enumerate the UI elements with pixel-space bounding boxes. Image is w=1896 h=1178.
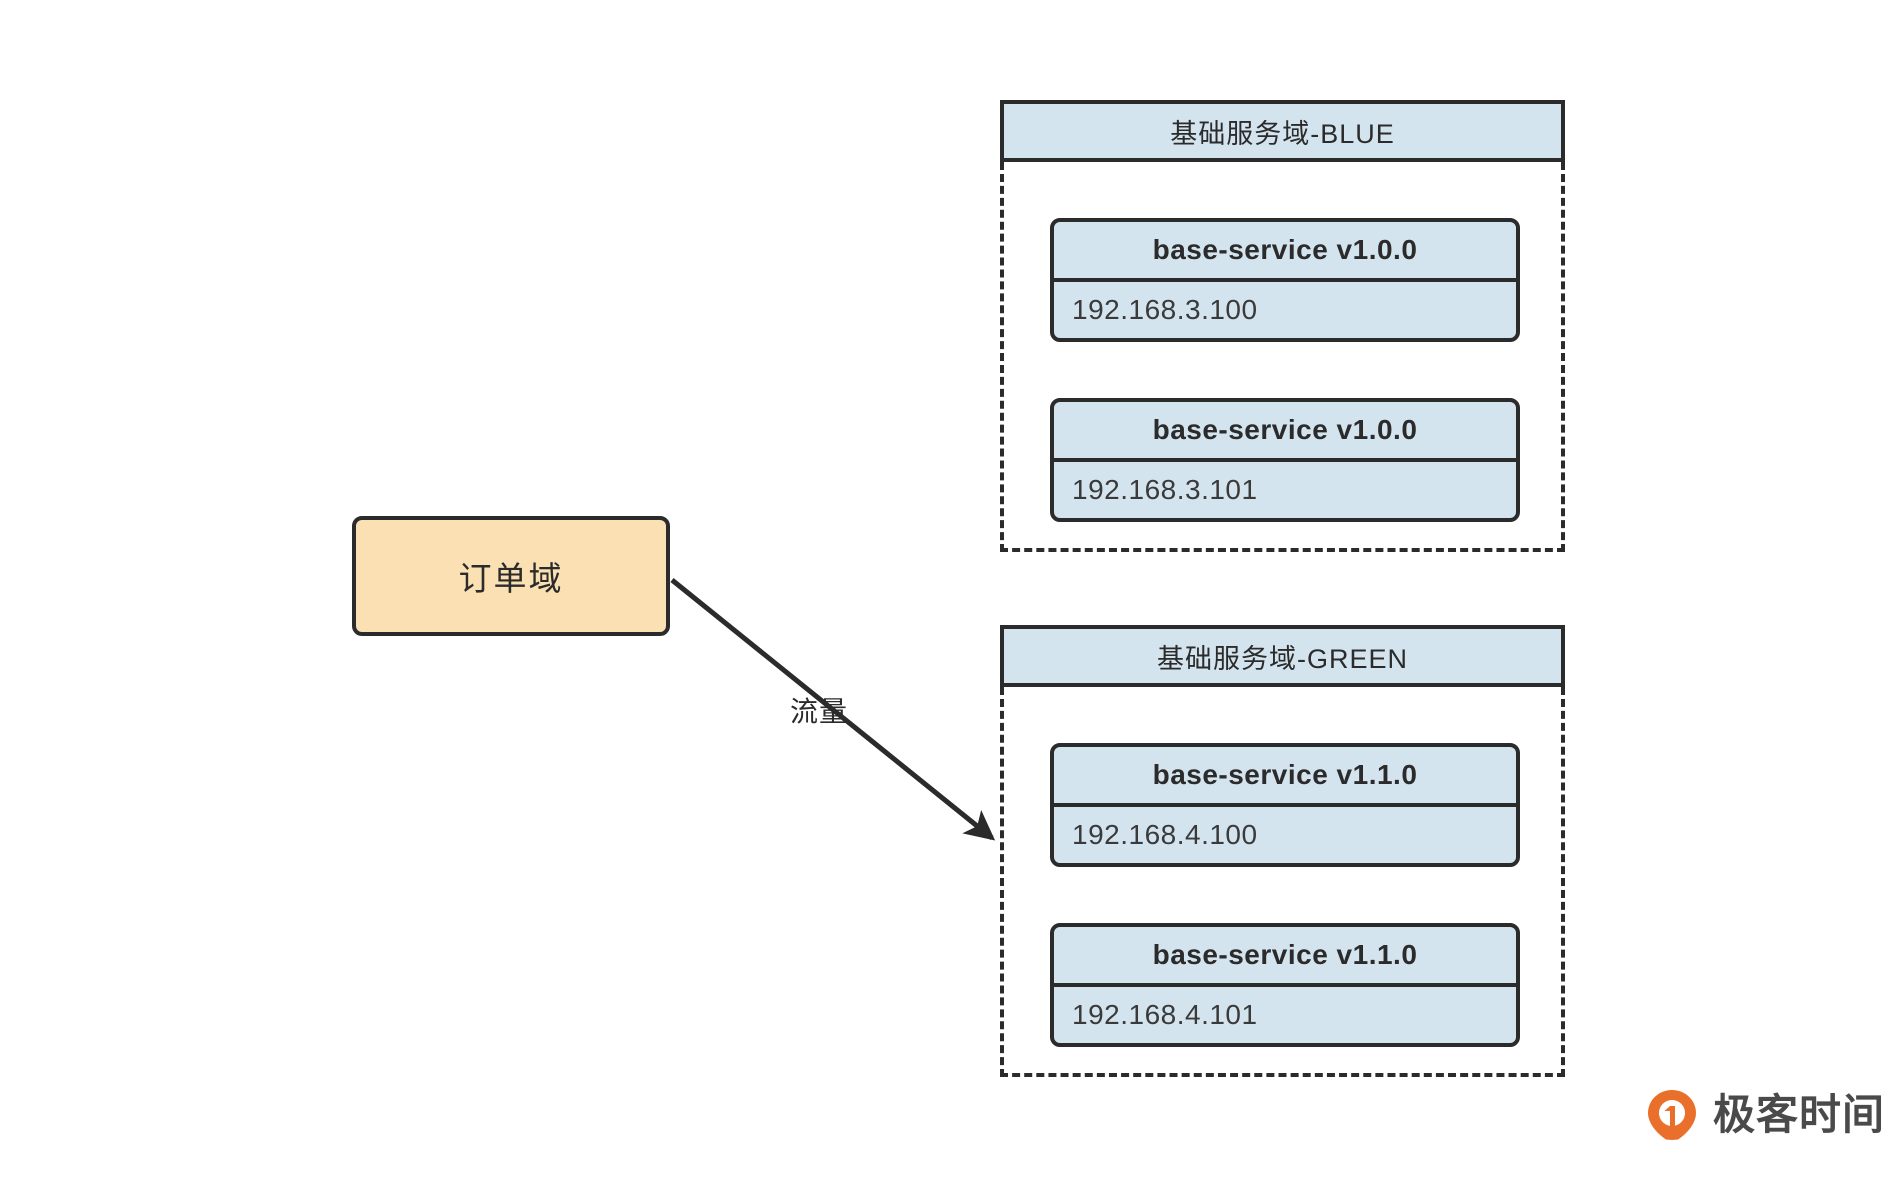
service-node-ip: 192.168.4.101: [1072, 999, 1258, 1030]
group-body-green: [1000, 687, 1565, 1077]
service-node[interactable]: base-service v1.0.0 192.168.3.101: [1050, 398, 1520, 522]
service-node-ip: 192.168.3.100: [1072, 294, 1258, 325]
group-header-green-label: 基础服务域-GREEN: [1156, 643, 1408, 674]
service-node-ip: 192.168.3.101: [1072, 474, 1258, 505]
service-node[interactable]: base-service v1.1.0 192.168.4.101: [1050, 923, 1520, 1047]
order-domain-label: 订单域: [458, 560, 564, 597]
traffic-arrow-label: 流量: [790, 696, 849, 727]
service-node-title: base-service v1.0.0: [1054, 402, 1516, 462]
service-node-title: base-service v1.1.0: [1054, 927, 1516, 987]
geektime-mark-icon: [1645, 1088, 1699, 1142]
order-domain-box[interactable]: 订单域: [352, 516, 670, 636]
service-node-title: base-service v1.1.0: [1054, 747, 1516, 807]
group-header-blue: 基础服务域-BLUE: [1000, 100, 1565, 162]
brand-logo: 极客时间: [1645, 1088, 1885, 1142]
group-header-green: 基础服务域-GREEN: [1000, 625, 1565, 687]
service-node-title: base-service v1.0.0: [1054, 222, 1516, 282]
brand-name: 极客时间: [1713, 1091, 1886, 1138]
group-header-blue-label: 基础服务域-BLUE: [1170, 118, 1395, 149]
service-node-ip: 192.168.4.100: [1072, 819, 1258, 850]
service-node[interactable]: base-service v1.1.0 192.168.4.100: [1050, 743, 1520, 867]
group-body-blue: [1000, 162, 1565, 552]
service-node[interactable]: base-service v1.0.0 192.168.3.100: [1050, 218, 1520, 342]
